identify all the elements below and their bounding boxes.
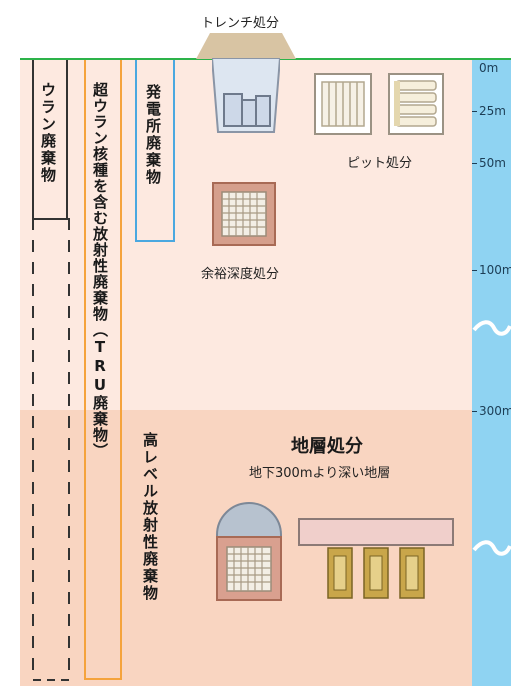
geological-disposal-vault-icon (216, 502, 282, 601)
intermediate-depth-disposal-icon (212, 182, 276, 246)
geological-disposal-title: 地層処分 (291, 436, 363, 457)
uranium-waste-dashed-extension (32, 218, 70, 681)
intermediate-depth-disposal-label: 余裕深度処分 (201, 267, 280, 282)
pit-disposal-drums-icon (388, 73, 444, 135)
depth-label-100m: 100m (479, 263, 511, 277)
geological-disposal-subtitle: 地下300mより深い地層 (249, 466, 391, 481)
pit-disposal-label: ピット処分 (347, 156, 413, 171)
depth-tick-100m (472, 270, 477, 271)
depth-break-mark-upper (472, 320, 511, 336)
tru-waste-box (84, 60, 122, 680)
power-plant-waste-label: 発電所廃棄物 (144, 84, 162, 186)
high-level-waste-label: 高レベル放射性廃棄物 (141, 432, 159, 602)
pit-disposal-grid-icon (314, 73, 372, 135)
trench-disposal-label: トレンチ処分 (201, 16, 280, 31)
depth-break-mark-lower (472, 540, 511, 556)
depth-tick-300m (472, 411, 477, 412)
trench-pit-icon (212, 58, 280, 133)
uranium-waste-label: ウラン廃棄物 (39, 82, 57, 184)
geological-disposal-tunnel-icon (298, 518, 454, 599)
uranium-waste-box (32, 60, 68, 220)
depth-label-50m: 50m (479, 156, 506, 170)
depth-tick-50m (472, 163, 477, 164)
depth-label-300m: 300m (479, 404, 511, 418)
depth-tick-25m (472, 111, 477, 112)
depth-water-strip (472, 60, 511, 686)
depth-label-0m: 0m (479, 61, 499, 75)
trench-mound (196, 33, 296, 59)
depth-label-25m: 25m (479, 104, 506, 118)
power-plant-waste-box (135, 60, 175, 242)
tru-waste-label: 超ウラン核種を含む放射性廃棄物（TRU廃棄物） (91, 82, 109, 459)
